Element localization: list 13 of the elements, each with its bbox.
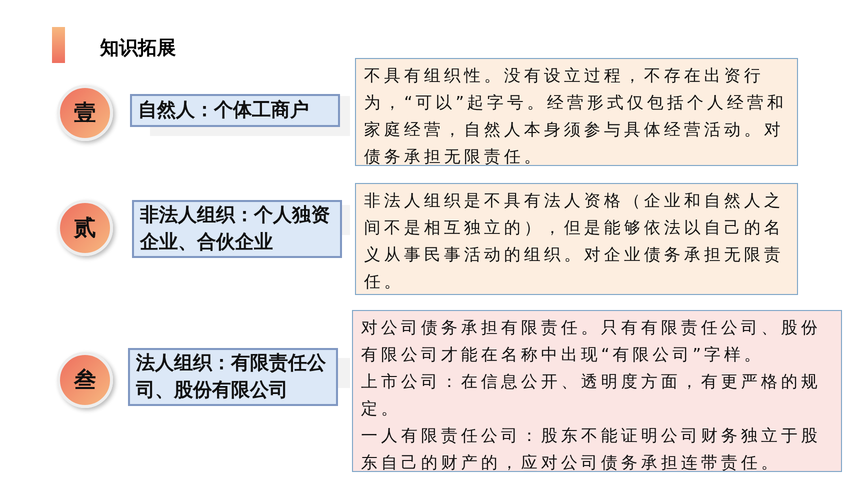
heading-box: 自然人：个体工商户 <box>130 94 340 127</box>
heading-box: 法人组织：有限责任公司、股份有限公司 <box>128 348 338 406</box>
slide-title: 知识拓展 <box>100 36 177 61</box>
number-circle: 壹 <box>57 85 113 141</box>
heading-box: 非法人组织：个人独资企业、合伙企业 <box>132 200 342 258</box>
description-box: 非法人组织是不具有法人资格（企业和自然人之间不是相互独立的），但是能够依法以自己的名义从事民事活动的组织。对企业债务承担无限责任。 <box>355 183 798 295</box>
paragraph: 对公司债务承担有限责任。只有有限责任公司、股份有限公司才能在名称中出现“有限公司”字样。 <box>361 317 822 366</box>
description-box: 不具有组织性。没有设立过程，不存在出资行为，“可以”起字号。经营形式仅包括个人经营和家庭经营，自然人本身须参与具体经营活动。对债务承担无限责任。 <box>355 58 798 166</box>
description-box <box>352 310 842 472</box>
number-circle: 叁 <box>57 352 113 408</box>
number-circle: 贰 <box>57 200 113 256</box>
paragraph: 一人有限责任公司：股东不能证明公司财务独立于股东自己的财产的，应对公司债务承担连带责任。 <box>361 425 822 474</box>
paragraph: 上市公司：在信息公开、透明度方面，有更严格的规定。 <box>361 371 822 420</box>
